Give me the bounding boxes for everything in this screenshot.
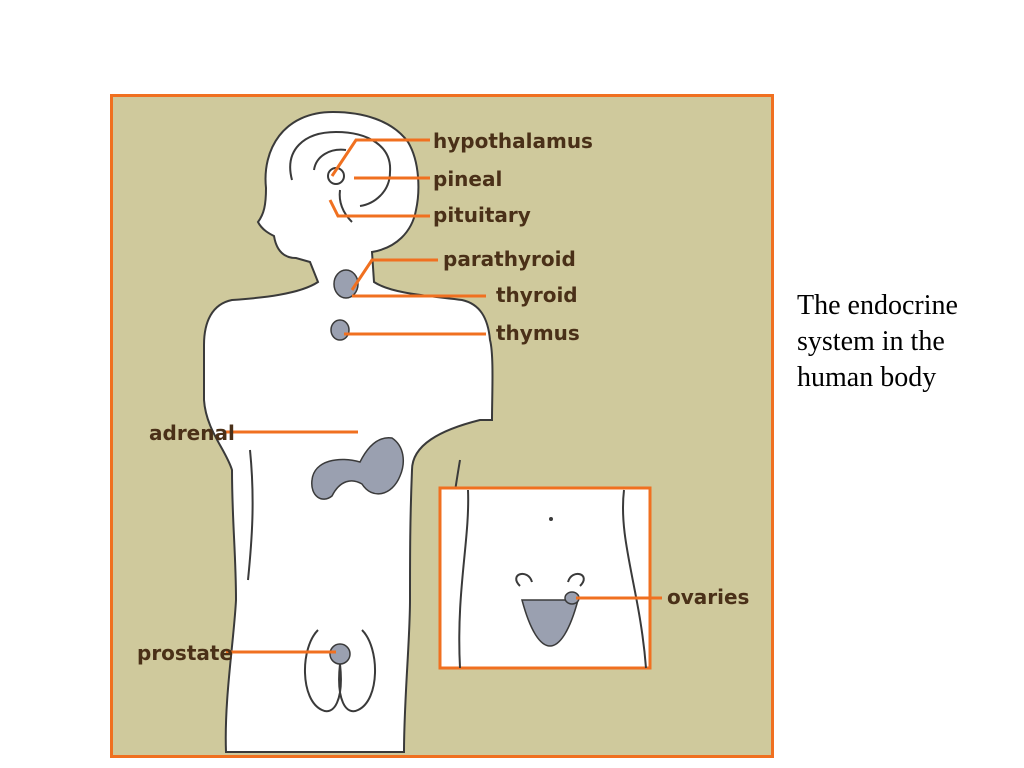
label-prostate: prostate — [137, 641, 233, 665]
organs — [311, 269, 405, 665]
caption: The endocrine system in the human body — [797, 290, 958, 393]
label-pineal: pineal — [433, 167, 502, 191]
uterus — [521, 599, 579, 647]
labels: hypothalamus pineal pituitary parathyroi… — [137, 129, 749, 665]
thymus-gland — [330, 319, 350, 341]
leader-lines — [226, 138, 662, 654]
label-ovaries: ovaries — [667, 585, 749, 609]
label-parathyroid: parathyroid — [443, 247, 576, 271]
prostate-gland — [329, 643, 351, 665]
label-thymus: thymus — [496, 321, 580, 345]
pituitary-leader — [328, 199, 430, 218]
thyroid-gland — [333, 269, 359, 299]
pancreas-adrenal — [311, 437, 405, 500]
hypothalamus-leader — [330, 138, 430, 177]
label-hypothalamus: hypothalamus — [433, 129, 593, 153]
label-adrenal: adrenal — [149, 421, 235, 445]
label-pituitary: pituitary — [433, 203, 531, 227]
label-thyroid: thyroid — [496, 283, 578, 307]
parathyroid-leader — [350, 258, 438, 291]
female-inset — [438, 486, 652, 670]
